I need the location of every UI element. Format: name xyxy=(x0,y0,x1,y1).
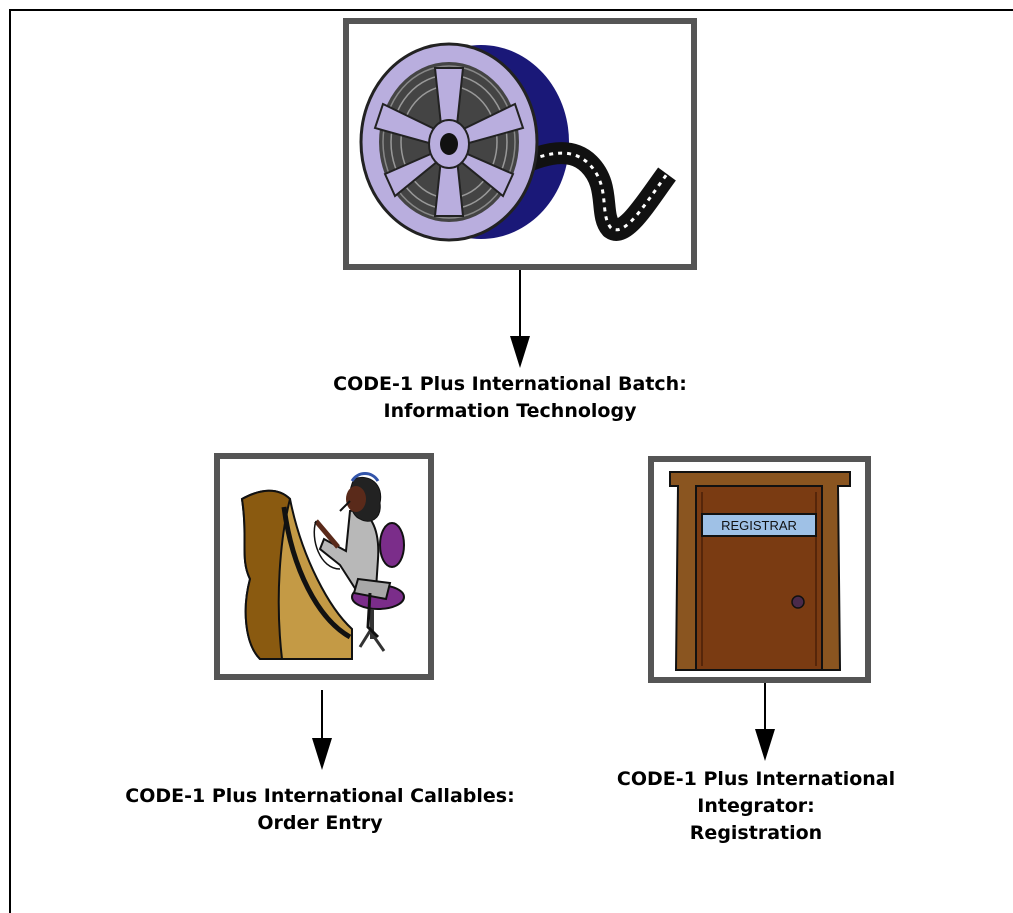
film-reel-box xyxy=(343,18,697,270)
film-reel-icon xyxy=(359,42,676,242)
diagram-frame xyxy=(9,9,1013,913)
registrar-door-icon: REGISTRAR xyxy=(669,471,851,671)
arrow-batch xyxy=(510,270,530,368)
caption-callables: CODE-1 Plus International Callables: Ord… xyxy=(125,785,515,834)
call-center-operator-icon xyxy=(240,472,405,660)
arrow-callables xyxy=(312,690,332,770)
door-sign-text: REGISTRAR xyxy=(721,518,797,533)
arrow-integrator xyxy=(755,683,775,761)
operator-box xyxy=(214,453,434,680)
caption-integrator: CODE-1 Plus International Integrator: Re… xyxy=(616,768,896,844)
registrar-door-box: REGISTRAR xyxy=(648,456,871,683)
caption-batch: CODE-1 Plus International Batch: Informa… xyxy=(333,373,687,422)
